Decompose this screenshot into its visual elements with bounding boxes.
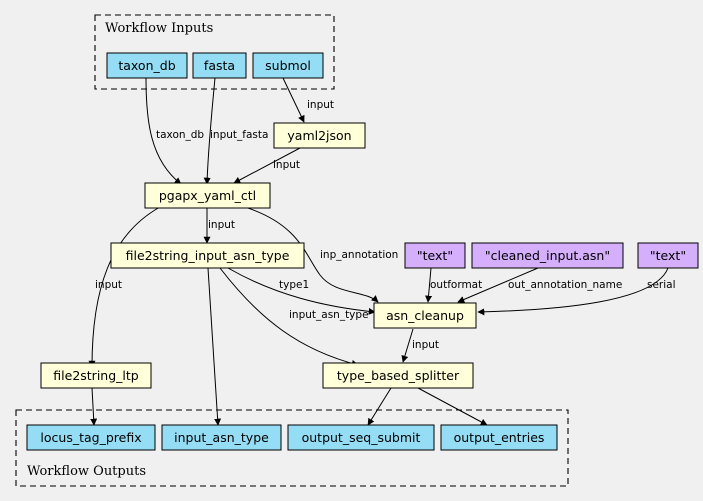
edge-ctl-to-ltp [88, 206, 161, 368]
node-label-asn-cleanup: asn_cleanup [386, 308, 464, 323]
edge-label-ctl-input: input [208, 219, 235, 231]
node-label-output-seq-submit: output_seq_submit [302, 430, 421, 445]
node-file2string-input-asn-type[interactable]: file2string_input_asn_type [110, 242, 305, 269]
edge-serial [477, 267, 669, 316]
edge-input-asn-type [219, 267, 359, 367]
node-label-fasta: fasta [204, 58, 235, 73]
edge-submol [282, 77, 305, 123]
node-text-outformat[interactable]: "text" [404, 242, 466, 269]
node-output-seq-submit[interactable]: output_seq_submit [287, 424, 435, 451]
edge-label-taxon-db: taxon_db [156, 129, 204, 141]
edge-fasta [203, 77, 216, 185]
edge-cleanup-to-splitter [401, 328, 414, 363]
node-label-pgapx-yaml-ctl: pgapx_yaml_ctl [159, 188, 256, 203]
edge-outformat [425, 267, 433, 303]
node-fasta[interactable]: fasta [192, 52, 247, 79]
edge-ltp-to-locus-tag [90, 387, 98, 426]
node-label-locus-tag-prefix: locus_tag_prefix [40, 430, 141, 445]
edge-inp-annotation [244, 206, 379, 303]
edge-splitter-to-entries [417, 387, 488, 426]
edge-yaml2json [233, 147, 301, 184]
edges: taxon_db input_fasta input input input i… [88, 77, 676, 426]
node-yaml2json[interactable]: yaml2json [273, 122, 366, 149]
edge-label-outformat: outformat [430, 279, 482, 291]
workflow-inputs-cluster: Workflow Inputs [94, 14, 335, 90]
node-submol[interactable]: submol [252, 52, 324, 79]
node-label-text-outformat: "text" [417, 248, 453, 263]
workflow-outputs-cluster: Workflow Outputs [15, 409, 569, 487]
edge-label-inp-annotation: inp_annotation [320, 249, 398, 261]
node-label-input-asn-type: input_asn_type [174, 430, 269, 445]
node-label-submol: submol [265, 58, 311, 73]
node-asn-cleanup[interactable]: asn_cleanup [373, 302, 477, 329]
edge-label-serial: serial [647, 279, 676, 291]
node-input-asn-type[interactable]: input_asn_type [161, 424, 282, 451]
edge-splitter-to-seq-submit [367, 387, 392, 426]
node-locus-tag-prefix[interactable]: locus_tag_prefix [26, 424, 156, 451]
edge-taxon-db [145, 77, 182, 185]
edge-label-input-fasta: input_fasta [210, 129, 268, 141]
edge-label-submol-input: input [307, 99, 334, 111]
edge-type1 [227, 267, 376, 315]
edge-to-input-asn-type-output [207, 267, 222, 426]
node-cleaned-input-asn[interactable]: "cleaned_input.asn" [471, 242, 624, 269]
node-label-text-serial: "text" [650, 248, 686, 263]
node-label-output-entries: output_entries [454, 430, 545, 445]
node-label-type-based-splitter: type_based_splitter [337, 368, 460, 383]
edge-label-out-annotation-name: out_annotation_name [508, 279, 622, 291]
edge-label-type1: type1 [279, 279, 309, 291]
nodes: taxon_db fasta submol yaml2json pgapx_ya… [26, 52, 699, 451]
node-label-file2string-input-asn-type: file2string_input_asn_type [126, 248, 290, 263]
workflow-inputs-label: Workflow Inputs [105, 21, 213, 36]
workflow-outputs-label: Workflow Outputs [27, 464, 146, 479]
node-label-taxon-db: taxon_db [118, 58, 175, 73]
node-label-cleaned-input-asn: "cleaned_input.asn" [485, 248, 610, 263]
edge-out-annotation-name [457, 267, 539, 303]
node-text-serial[interactable]: "text" [637, 242, 699, 269]
node-pgapx-yaml-ctl[interactable]: pgapx_yaml_ctl [144, 182, 271, 209]
edge-label-ltp-input: input [95, 279, 122, 291]
node-file2string-ltp[interactable]: file2string_ltp [40, 362, 152, 389]
node-label-yaml2json: yaml2json [287, 128, 351, 143]
edge-label-input-asn-type: input_asn_type [289, 309, 369, 321]
node-type-based-splitter[interactable]: type_based_splitter [322, 362, 474, 389]
edge-label-cleanup-input: input [412, 339, 439, 351]
node-label-file2string-ltp: file2string_ltp [53, 368, 138, 383]
node-taxon-db[interactable]: taxon_db [106, 52, 188, 79]
node-output-entries[interactable]: output_entries [440, 424, 558, 451]
edge-label-yaml-input: input [273, 159, 300, 171]
